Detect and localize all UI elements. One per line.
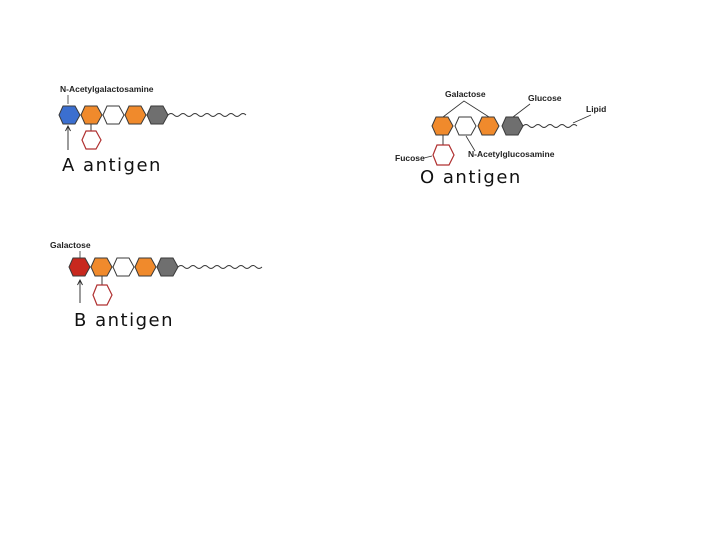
- o-glucose-pointer: [512, 103, 531, 118]
- b-n-acetylglucosamine-hexagon: [112, 257, 135, 277]
- o-galactose-pointers: [442, 100, 490, 118]
- o-n-acetylglucosamine-pointer: [465, 135, 476, 152]
- b-galactose-hexagon: [90, 257, 113, 277]
- o-galactose-2-hexagon: [477, 116, 500, 136]
- o-lipid-tail: [522, 124, 578, 128]
- a-arrow: [65, 124, 71, 150]
- a-galactose-2-hexagon: [124, 105, 147, 125]
- b-galactose-terminal-hexagon: [68, 257, 91, 277]
- b-antigen-panel: Galactose B antigen: [50, 240, 263, 331]
- b-galactose-2-hexagon: [134, 257, 157, 277]
- b-fucose-hexagon: [92, 284, 113, 306]
- o-n-acetylglucosamine-label: N-Acetylglucosamine: [468, 149, 555, 159]
- o-fucose-pointer: [423, 155, 433, 159]
- b-sugar-chain: [68, 257, 263, 306]
- a-antigen-title: A antigen: [62, 155, 162, 176]
- b-arrow: [77, 278, 83, 303]
- a-n-acetylgalactosamine-label: N-Acetylgalactosamine: [60, 84, 154, 94]
- b-lipid-tail: [177, 265, 263, 269]
- a-sugar-chain: [58, 105, 247, 150]
- a-glucose-hexagon: [146, 105, 169, 125]
- b-glucose-hexagon: [156, 257, 179, 277]
- o-lipid-pointer: [572, 114, 592, 124]
- a-fucose-hexagon: [81, 130, 102, 150]
- a-galactose-hexagon: [80, 105, 103, 125]
- o-n-acetylglucosamine-hexagon: [454, 116, 477, 136]
- o-galactose-label: Galactose: [445, 89, 486, 99]
- o-sugar-chain: [431, 116, 578, 166]
- o-fucose-label: Fucose: [395, 153, 425, 163]
- b-antigen-title: B antigen: [74, 310, 174, 331]
- a-n-acetylgalactosamine-hexagon: [58, 105, 81, 125]
- o-antigen-panel: Galactose Glucose Lipid Fucose N-Acetylg…: [395, 89, 606, 188]
- o-fucose-hexagon: [432, 144, 455, 166]
- o-glucose-label: Glucose: [528, 93, 562, 103]
- a-antigen-panel: N-Acetylgalactosamine A antigen: [58, 84, 247, 176]
- o-antigen-title: O antigen: [420, 167, 522, 188]
- b-galactose-label: Galactose: [50, 240, 91, 250]
- a-n-acetylglucosamine-hexagon: [102, 105, 125, 125]
- o-galactose-hexagon: [431, 116, 454, 136]
- a-lipid-tail: [167, 113, 247, 117]
- o-glucose-hexagon: [501, 116, 524, 136]
- o-lipid-label: Lipid: [586, 104, 606, 114]
